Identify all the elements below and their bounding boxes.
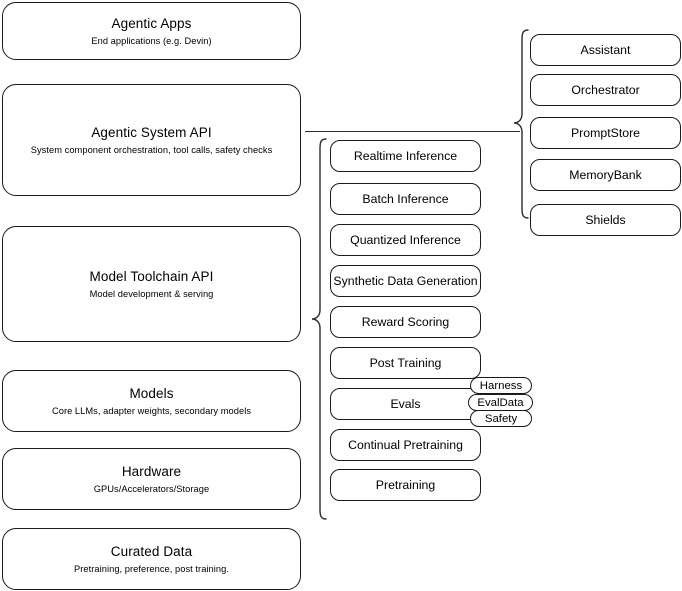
system-chip-assistant[interactable]: Assistant xyxy=(530,34,681,66)
layer-subtitle: GPUs/Accelerators/Storage xyxy=(93,483,210,494)
brace-toolchain xyxy=(310,138,328,520)
chip-label: MemoryBank xyxy=(569,167,642,182)
chip-label: Shields xyxy=(585,212,626,227)
layer-title: Agentic Apps xyxy=(111,15,192,31)
system-chip-promptstore[interactable]: PromptStore xyxy=(530,117,681,149)
layer-subtitle: Model development & serving xyxy=(89,288,214,299)
system-chip-memorybank[interactable]: MemoryBank xyxy=(530,159,681,191)
toolchain-chip-batch-inference[interactable]: Batch Inference xyxy=(330,183,481,215)
chip-label: Quantized Inference xyxy=(350,232,461,247)
evals-badge-evaldata[interactable]: EvalData xyxy=(468,394,533,411)
toolchain-chip-post-training[interactable]: Post Training xyxy=(330,347,481,379)
layer-subtitle: Core LLMs, adapter weights, secondary mo… xyxy=(51,405,252,416)
system-chip-shields[interactable]: Shields xyxy=(530,204,681,236)
evals-badge-safety[interactable]: Safety xyxy=(470,410,532,427)
chip-label: Assistant xyxy=(580,42,631,57)
toolchain-chip-realtime-inference[interactable]: Realtime Inference xyxy=(330,140,481,172)
connector-system-api-to-components xyxy=(305,131,520,133)
layer-title: Model Toolchain API xyxy=(89,268,214,284)
toolchain-chip-continual-pretraining[interactable]: Continual Pretraining xyxy=(330,429,481,461)
layer-box-hardware[interactable]: Hardware GPUs/Accelerators/Storage xyxy=(2,448,301,510)
chip-label: Evals xyxy=(390,396,421,411)
chip-label: Post Training xyxy=(369,355,442,370)
layer-title: Agentic System API xyxy=(91,124,212,140)
layer-title: Hardware xyxy=(121,463,182,479)
layer-title: Models xyxy=(129,385,174,401)
chip-label: Synthetic Data Generation xyxy=(333,273,478,288)
toolchain-chip-evals[interactable]: Evals xyxy=(330,388,481,420)
evals-badge-harness[interactable]: Harness xyxy=(470,377,532,394)
system-chip-orchestrator[interactable]: Orchestrator xyxy=(530,74,681,106)
layer-box-model-toolchain-api[interactable]: Model Toolchain API Model development & … xyxy=(2,226,301,342)
layer-title: Curated Data xyxy=(110,543,193,559)
chip-label: Pretraining xyxy=(375,477,436,492)
evals-badge-label: Harness xyxy=(479,379,523,392)
toolchain-chip-pretraining[interactable]: Pretraining xyxy=(330,469,481,501)
chip-label: Reward Scoring xyxy=(361,314,450,329)
layer-box-agentic-system-api[interactable]: Agentic System API System component orch… xyxy=(2,84,301,196)
chip-label: Orchestrator xyxy=(571,82,640,97)
chip-label: PromptStore xyxy=(570,125,641,140)
evals-badge-label: Safety xyxy=(484,412,518,425)
chip-label: Realtime Inference xyxy=(353,148,458,163)
layer-box-agentic-apps[interactable]: Agentic Apps End applications (e.g. Devi… xyxy=(2,2,301,60)
layer-subtitle: Pretraining, preference, post training. xyxy=(74,563,229,574)
layer-subtitle: End applications (e.g. Devin) xyxy=(91,35,212,46)
layer-box-curated-data[interactable]: Curated Data Pretraining, preference, po… xyxy=(2,528,301,590)
toolchain-chip-synthetic-data-generation[interactable]: Synthetic Data Generation xyxy=(330,265,481,297)
toolchain-chip-quantized-inference[interactable]: Quantized Inference xyxy=(330,224,481,256)
chip-label: Batch Inference xyxy=(362,191,449,206)
layer-box-models[interactable]: Models Core LLMs, adapter weights, secon… xyxy=(2,370,301,432)
evals-badge-label: EvalData xyxy=(477,396,524,409)
brace-system-components xyxy=(512,29,530,219)
layer-subtitle: System component orchestration, tool cal… xyxy=(30,144,273,155)
toolchain-chip-reward-scoring[interactable]: Reward Scoring xyxy=(330,306,481,338)
chip-label: Continual Pretraining xyxy=(348,437,463,452)
